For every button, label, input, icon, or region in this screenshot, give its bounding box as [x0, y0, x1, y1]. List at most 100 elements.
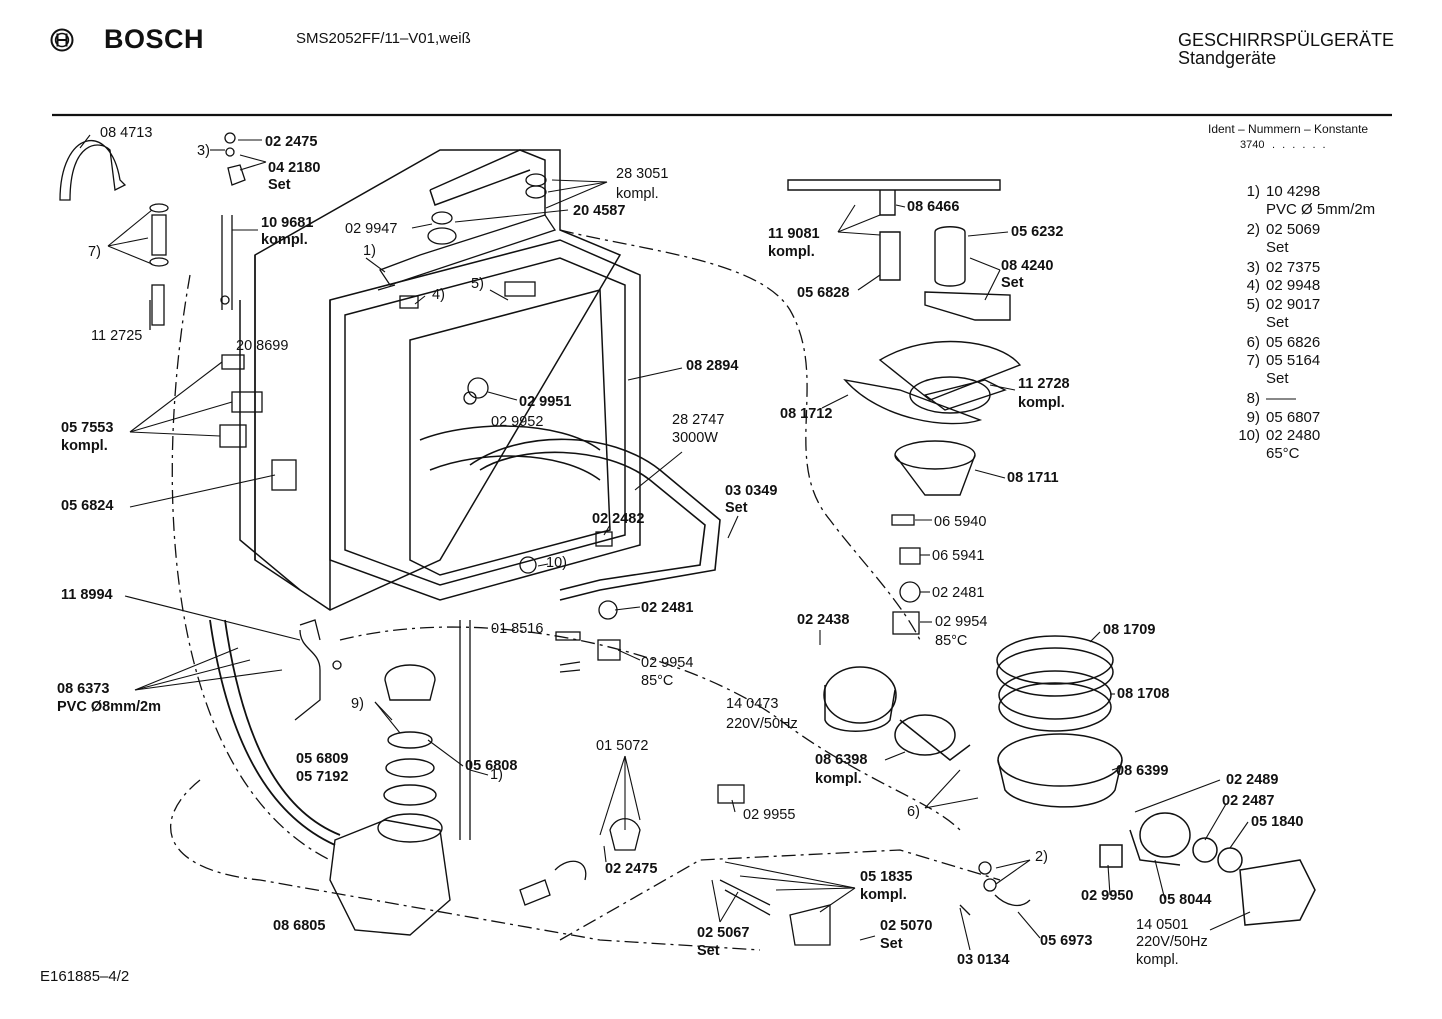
part-label: 05 8044 — [1159, 892, 1212, 908]
drain-hose — [171, 274, 331, 861]
part-label: 05 6824 — [61, 498, 114, 514]
part-label: 02 9954 — [935, 614, 988, 630]
part-label: 08 2894 — [686, 358, 739, 374]
part-label: Set — [268, 177, 291, 193]
part-label: kompl. — [815, 771, 862, 787]
part-label: 02 2489 — [1226, 772, 1279, 788]
part-label: kompl. — [768, 244, 815, 260]
brand-logo: BOSCH — [104, 24, 205, 54]
part-label: 05 1840 — [1251, 814, 1304, 830]
part-label: 20 8699 — [236, 338, 289, 354]
lower-filter — [843, 340, 1022, 496]
part-label: 08 6398 — [815, 752, 868, 768]
legend-item: 1)10 4298 PVC Ø 5mm/2m — [1246, 183, 1376, 218]
part-label: 85°C — [641, 673, 674, 689]
part-label: 02 9950 — [1081, 888, 1134, 904]
part-label: 05 7553 — [61, 420, 114, 436]
part-label: Set — [880, 936, 903, 952]
part-label: 08 6399 — [1116, 763, 1169, 779]
callout-number: 4) — [432, 287, 445, 303]
part-label: 08 1709 — [1103, 622, 1156, 638]
ident-value: 3740 — [1240, 139, 1265, 151]
part-label: 05 6828 — [797, 285, 850, 301]
ident-heading: Ident – Nummern – Konstante — [1208, 122, 1369, 136]
part-label: 11 2728 — [1018, 376, 1070, 392]
part-label: 04 2180 — [268, 160, 321, 176]
part-label: 08 1708 — [1117, 686, 1170, 702]
part-label: 02 2481 — [641, 600, 694, 616]
bosch-armature-icon — [50, 28, 74, 52]
circulation-motor — [823, 666, 971, 761]
part-label: kompl. — [616, 186, 659, 202]
part-label: 220V/50Hz — [1136, 934, 1208, 950]
upper-spray-arm — [787, 179, 1011, 321]
part-label: 02 9954 — [641, 655, 694, 671]
part-label: 05 6808 — [465, 758, 518, 774]
ident-dots: . . . . . . — [1272, 139, 1328, 151]
heater-element — [469, 438, 721, 601]
part-label: 3000W — [672, 430, 718, 446]
part-label: 08 4240 — [1001, 258, 1054, 274]
housing-rings — [996, 635, 1123, 808]
legend-item: 2)02 5069 Set — [1246, 221, 1321, 256]
model-number: SMS2052FF/11–V01,weiß — [296, 30, 471, 47]
callout-number: 6) — [907, 804, 920, 820]
part-label: 28 2747 — [672, 412, 725, 428]
part-label: 01 8516 — [491, 621, 544, 637]
part-label: kompl. — [261, 232, 308, 248]
part-label: 11 8994 — [61, 587, 113, 603]
part-label: 02 2475 — [605, 861, 658, 877]
part-label: kompl. — [61, 438, 108, 454]
part-label: 14 0473 — [726, 696, 779, 712]
part-label: 05 6809 — [296, 751, 349, 767]
thermostat-b — [892, 611, 920, 635]
part-label: 02 2438 — [797, 612, 850, 628]
leader-lines — [79, 134, 1251, 951]
tub-cabinet — [239, 149, 641, 611]
part-label: 08 4713 — [100, 125, 153, 141]
part-label: 11 9081 — [768, 226, 820, 242]
part-label: 10 9681 — [261, 215, 314, 231]
category-title: GESCHIRRSPÜLGERÄTE — [1178, 30, 1395, 50]
legend-item: 9)05 6807 — [1246, 409, 1321, 426]
part-label: 08 1711 — [1007, 470, 1059, 486]
callout-number: 3) — [197, 143, 210, 159]
part-label: 06 5940 — [934, 514, 987, 530]
clip-a — [891, 514, 915, 526]
part-label: 05 6973 — [1040, 933, 1093, 949]
part-label: 06 5941 — [932, 548, 985, 564]
sump-pump — [329, 664, 451, 936]
part-label: 20 4587 — [573, 203, 626, 219]
part-label: 08 1712 — [780, 406, 833, 422]
part-label: 02 9947 — [345, 221, 398, 237]
part-label: Set — [1001, 275, 1024, 291]
legend-item: 3)02 7375 — [1246, 259, 1321, 276]
seal-c — [899, 581, 921, 603]
sensor-029955 — [717, 784, 745, 804]
callout-number: 5) — [471, 276, 484, 292]
part-label: 03 0349 — [725, 483, 778, 499]
callout-number: 1) — [363, 243, 376, 259]
legend-item: 10)02 2480 65°C — [1238, 427, 1321, 462]
part-label: 02 9955 — [743, 807, 796, 823]
part-label: 08 6805 — [273, 918, 326, 934]
part-label: 220V/50Hz — [726, 716, 798, 732]
drawing-id: E161885–4/2 — [40, 968, 130, 985]
base-outline — [170, 779, 1001, 951]
part-label: 05 6232 — [1011, 224, 1064, 240]
part-label: 03 0134 — [957, 952, 1010, 968]
part-label: Set — [725, 500, 748, 516]
legend-item: 8)—— — [1246, 390, 1296, 407]
part-label: kompl. — [1018, 395, 1065, 411]
part-label: 11 2725 — [91, 328, 143, 344]
part-label: kompl. — [860, 887, 907, 903]
part-label: 05 7192 — [296, 769, 349, 785]
part-label: 02 2487 — [1222, 793, 1275, 809]
legend-item: 4)02 9948 — [1246, 277, 1321, 294]
callout-number: 7) — [88, 244, 101, 260]
clip-b — [899, 547, 921, 565]
part-label: 08 6466 — [907, 199, 960, 215]
callout-number: 10) — [546, 555, 567, 571]
part-label: 02 2481 — [932, 585, 985, 601]
part-label: 14 0501 — [1136, 917, 1189, 933]
